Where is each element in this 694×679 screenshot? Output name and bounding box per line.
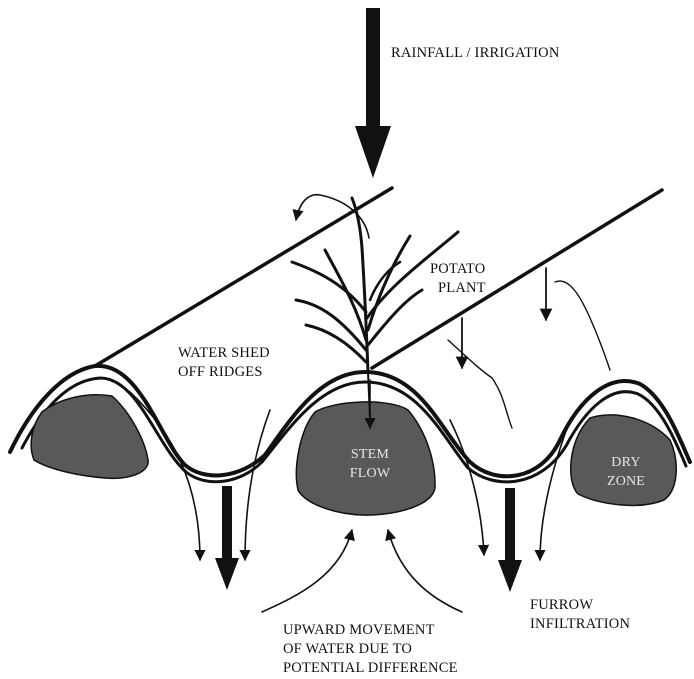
dry-zone-label-line1: DRY: [598, 454, 654, 472]
ridge-top-line-left: [95, 188, 392, 366]
upward-movement-label-line1: UPWARD MOVEMENT: [283, 621, 435, 639]
upward-movement-label-line2: OF WATER DUE TO: [283, 640, 412, 658]
water-shed-squiggle: [296, 195, 369, 238]
right-furrow-arrow-thin-2: [540, 420, 570, 560]
dry-zone-label-line2: ZONE: [598, 473, 654, 491]
left-furrow-arrow-thin-2: [245, 410, 270, 560]
water-shed-label-line1: WATER SHED: [178, 344, 270, 362]
furrow-label-line2: INFILTRATION: [530, 615, 630, 633]
stem-flow-label-line1: STEM: [345, 446, 395, 464]
right-furrow-arrow-thick: [498, 488, 522, 592]
rainfall-arrow: [355, 8, 391, 178]
furrow-label-line1: FURROW: [530, 596, 593, 614]
left-soil-zone: [31, 395, 148, 479]
ridge-top-line-right: [372, 190, 662, 368]
stem-flow-label-line2: FLOW: [345, 465, 395, 483]
potato-plant-label-line2: PLANT: [438, 279, 486, 297]
rainfall-label: RAINFALL / IRRIGATION: [391, 44, 560, 62]
rain-squiggle-2: [555, 281, 610, 370]
potato-plant-label-line1: POTATO: [430, 260, 485, 278]
upward-arrow-right: [388, 530, 462, 612]
left-furrow-arrow-thick: [215, 486, 239, 590]
water-shed-label-line2: OFF RIDGES: [178, 363, 263, 381]
upward-movement-label-line3: POTENTIAL DIFFERENCE: [283, 659, 458, 677]
rain-squiggle-1: [448, 340, 512, 428]
upward-arrow-left: [262, 530, 352, 612]
